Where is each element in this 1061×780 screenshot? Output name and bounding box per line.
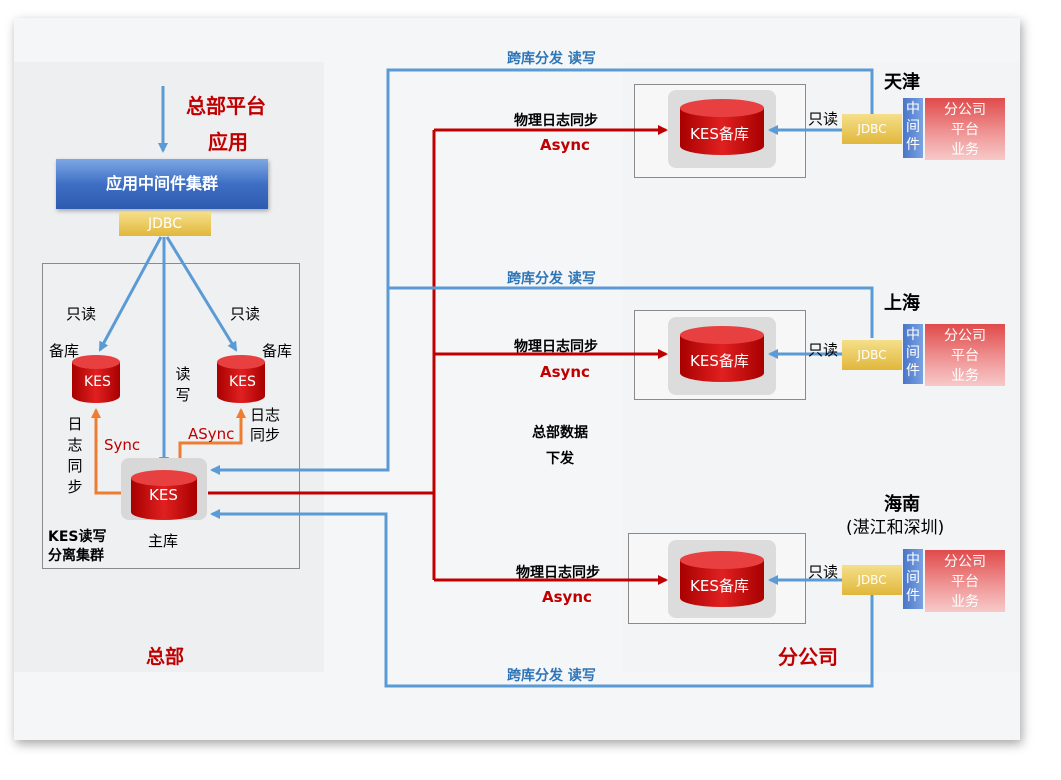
branch-name-shanghai: 上海 [884,293,920,314]
middleware-shanghai: 中间件 [903,324,923,384]
data-dispatch-line2: 下发 [546,451,574,467]
jdbc-to-databases-arrows [98,236,238,467]
read-only-tianjin: 只读 [808,110,839,128]
read-only-shanghai: 只读 [808,341,839,359]
standby-label-shanghai: KES备库 [690,352,749,370]
read-only-left-label: 只读 [66,305,97,323]
branch-name-hainan: 海南 [884,494,920,515]
jdbc-shanghai: JDBC [842,340,902,370]
cross-db-label-shanghai: 跨库分发 读写 [507,271,596,287]
physical-log-sync-shanghai: 物理日志同步 [514,339,598,355]
cross-db-label-tianjin: 跨库分发 读写 [507,51,596,67]
cross-db-label-hainan: 跨库分发 读写 [507,668,596,684]
standby-db-left-icon [72,355,120,403]
physical-log-sync-hainan: 物理日志同步 [516,565,600,581]
read-only-right-label: 只读 [230,305,261,323]
physical-log-sync-tianjin: 物理日志同步 [514,113,598,129]
standby-label-hainan: KES备库 [690,577,749,595]
standby-right-label: 备库 [262,342,293,360]
cluster-name-line1: KES读写 [48,529,107,545]
async-label: ASync [188,425,235,443]
async-shanghai: Async [540,363,590,381]
primary-label: 主库 [148,532,179,550]
sync-label: Sync [104,436,141,454]
branch-subname-hainan: (湛江和深圳) [846,518,945,538]
data-dispatch-line1: 总部数据 [532,425,588,441]
branch-region-label: 分公司 [778,645,838,669]
business-hainan: 分公司平台业务 [925,550,1005,612]
async-hainan: Async [542,588,592,606]
standby-db-right-icon [217,355,265,403]
branch-read-only-arrows [768,125,842,585]
kes-left-label: KES [84,374,111,390]
kes-primary-label: KES [149,486,178,504]
physical-log-sync-lines [208,125,668,585]
middleware-hainan: 中间件 [903,549,923,609]
branch-db-tianjin-icon [680,99,764,155]
kes-right-label: KES [229,374,256,390]
jdbc-tianjin: JDBC [842,114,902,144]
log-sync-right-label-1: 日志同步 [250,406,281,444]
business-shanghai: 分公司平台业务 [925,324,1005,386]
read-write-label: 读写 [175,365,191,404]
business-tianjin: 分公司平台业务 [925,98,1005,160]
jdbc-hainan: JDBC [842,565,902,595]
platform-app-title-line2: 应用 [208,130,248,154]
async-tianjin: Async [540,136,590,154]
hq-jdbc: JDBC [119,212,211,236]
hq-region-label: 总部 [146,646,185,668]
branch-name-tianjin: 天津 [884,72,920,93]
cluster-name-line2: 分离集群 [48,548,104,564]
standby-label-tianjin: KES备库 [690,125,749,143]
primary-db-icon [131,470,197,520]
middleware-cluster: 应用中间件集群 [56,159,268,209]
cross-db-read-write-lines [210,68,874,688]
log-sync-left-label: 日志同步 [67,415,83,496]
branch-db-shanghai-icon [680,326,764,382]
standby-left-label: 备库 [49,342,80,360]
middleware-tianjin: 中间件 [903,98,923,158]
platform-app-title-line1: 总部平台 [186,94,266,118]
branch-db-hainan-icon [680,551,764,607]
read-only-hainan: 只读 [808,563,839,581]
